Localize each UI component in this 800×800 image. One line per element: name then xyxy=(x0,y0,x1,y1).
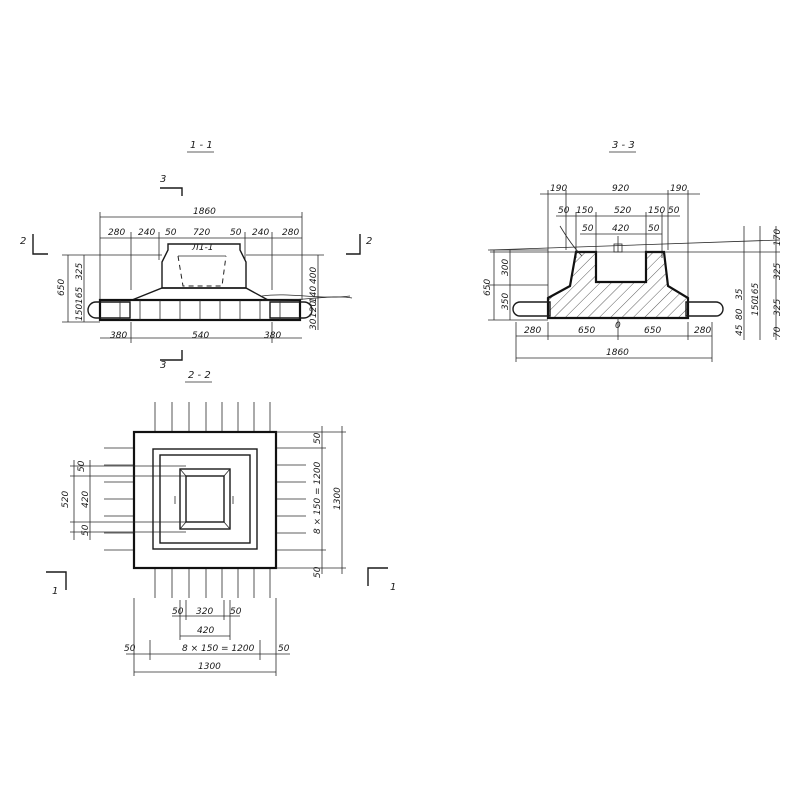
s1-dim-top-4: 720 xyxy=(193,228,210,238)
section-3-3: 3 - 3 190 920 190 50 150 520 150 50 50 4… xyxy=(483,140,783,362)
s2-dim-right-a: 50 xyxy=(313,432,323,444)
s3-dim-top-h: 50 xyxy=(668,206,680,216)
cut-mark-1-left: 1 xyxy=(52,586,58,597)
s1-dim-left-a: 325 xyxy=(75,263,85,280)
s1-dim-left-c: 150 xyxy=(75,304,85,321)
s2-dim-right-c: 1300 xyxy=(333,487,343,510)
cut-mark-1-right: 1 xyxy=(390,582,396,593)
s3-dim-bottom-c: 650 xyxy=(644,326,661,336)
s1-left-bar xyxy=(87,301,131,319)
s2-dim-left-c: 420 xyxy=(81,491,91,508)
s3-dim-right-h: 325 xyxy=(773,299,783,316)
s1-dim-overall: 1860 xyxy=(193,207,216,217)
s2-dim-bottom-a: 50 xyxy=(172,607,184,617)
s2-socket-bottom xyxy=(185,475,225,523)
s2-step-outline xyxy=(152,448,258,550)
s2-dim-bottom-e: 50 xyxy=(124,644,136,654)
s3-dim-left-a: 300 xyxy=(501,259,511,276)
s1-dim-top-2: 240 xyxy=(138,228,155,238)
s2-socket-outer xyxy=(159,454,251,544)
s3-dim-right-b: 325 xyxy=(773,263,783,280)
s1-dim-bottom-a: 380 xyxy=(110,331,127,341)
s3-dim-left-total: 650 xyxy=(483,279,493,296)
s3-dim-right-f: 80 xyxy=(735,308,745,320)
cut-mark-3-top: 3 xyxy=(160,174,166,185)
s1-dim-bottom-b: 540 xyxy=(192,331,209,341)
s1-right-bar xyxy=(269,301,313,319)
s2-dim-bottom-d: 420 xyxy=(197,626,214,636)
s3-dim-right-i: 70 xyxy=(773,326,783,338)
s2-socket-top xyxy=(179,468,231,530)
s2-dim-bottom-b: 320 xyxy=(196,607,213,617)
s1-step xyxy=(131,287,269,301)
s2-dim-bottom-f: 8 × 150 = 1200 xyxy=(182,644,255,654)
s3-dim-top-j: 420 xyxy=(612,224,629,234)
section-2-2: 2 - 2 xyxy=(46,370,396,676)
s3-foundation-body-hatch xyxy=(548,252,688,318)
s3-dim-top-k: 50 xyxy=(648,224,660,234)
section-3-3-title: 3 - 3 xyxy=(612,140,635,151)
s3-dim-right-c: 35 xyxy=(735,288,745,300)
s1-dim-right-c: 120 xyxy=(309,301,319,318)
s3-dim-top-d: 50 xyxy=(558,206,570,216)
s3-dim-right-e: 150 xyxy=(751,299,761,316)
s1-dim-bottom-c: 380 xyxy=(264,331,281,341)
s1-dim-top-1: 280 xyxy=(108,228,125,238)
s2-dim-bottom-c: 50 xyxy=(230,607,242,617)
s1-dim-top-6: 240 xyxy=(252,228,269,238)
s3-dim-top-g: 150 xyxy=(648,206,665,216)
s1-note: Л1-1 xyxy=(191,243,213,253)
s3-dim-top-e: 150 xyxy=(576,206,593,216)
s1-dim-top-7: 280 xyxy=(282,228,299,238)
s3-dim-top-b: 920 xyxy=(612,184,629,194)
s3-right-bar xyxy=(685,301,724,317)
s3-dim-bottom-a: 280 xyxy=(524,326,541,336)
cut-mark-3-bottom: 3 xyxy=(160,360,166,371)
s2-dim-left-a: 50 xyxy=(77,460,87,472)
s3-dim-top-i: 50 xyxy=(582,224,594,234)
s2-dim-right-b: 8 × 150 = 1200 xyxy=(313,461,323,534)
s2-dim-right-d: 50 xyxy=(313,566,323,578)
s1-dim-left-b: 165 xyxy=(75,287,85,304)
s1-dim-left-total: 650 xyxy=(57,279,67,296)
section-1-1: 1 - 1 3 3 2 2 1860 280 240 50 720 50 240… xyxy=(20,140,372,371)
s1-dim-top-5: 50 xyxy=(230,228,242,238)
s3-dim-top-c: 190 xyxy=(670,184,687,194)
s1-dim-top-3: 50 xyxy=(165,228,177,238)
s2-dim-bottom-h: 1300 xyxy=(198,662,221,672)
cut-mark-2-right: 2 xyxy=(366,236,372,247)
s3-dim-top-a: 190 xyxy=(550,184,567,194)
cut-mark-2-left: 2 xyxy=(20,236,26,247)
s1-dim-right-d: 30 xyxy=(309,318,319,330)
s2-dim-left-b: 520 xyxy=(61,491,71,508)
section-2-2-title: 2 - 2 xyxy=(188,370,211,381)
s3-dim-overall: 1860 xyxy=(606,348,629,358)
section-1-1-title: 1 - 1 xyxy=(190,140,213,151)
s1-dim-right-a: 400 xyxy=(309,267,319,284)
s3-dim-right-d: 165 xyxy=(751,283,761,300)
s3-dim-right-a: 170 xyxy=(773,229,783,246)
s3-dim-bottom-d: 280 xyxy=(694,326,711,336)
s2-rebar-ticks xyxy=(104,402,306,598)
s1-dim-right-b: 140 xyxy=(309,286,319,303)
s2-dim-left-d: 50 xyxy=(81,524,91,536)
s3-left-bar xyxy=(512,301,551,317)
s2-dim-bottom-g: 50 xyxy=(278,644,290,654)
s2-base-plate xyxy=(132,430,278,570)
s3-dim-left-b: 350 xyxy=(501,293,511,310)
s3-dim-top-f: 520 xyxy=(614,206,631,216)
s3-dim-right-g: 45 xyxy=(735,324,745,336)
s3-dim-bottom-b: 650 xyxy=(578,326,595,336)
